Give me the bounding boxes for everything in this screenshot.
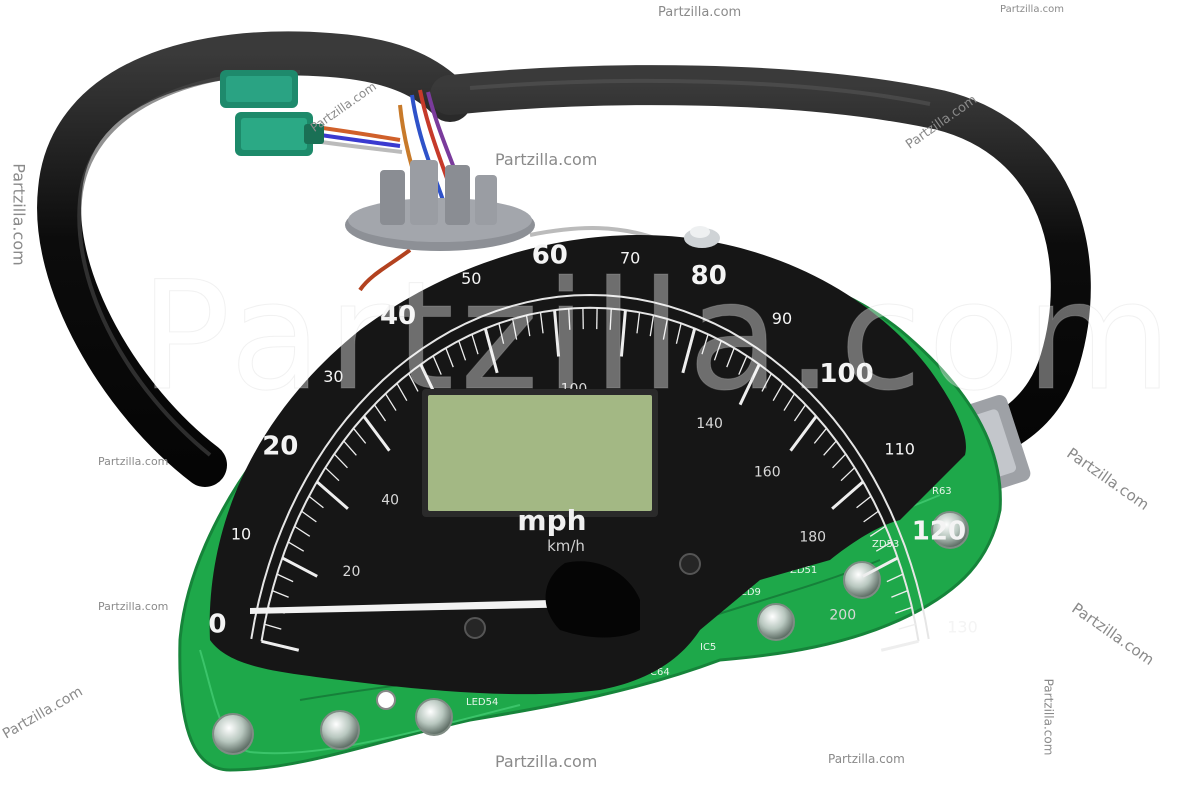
mph-scale-label: 0 — [208, 609, 226, 639]
mph-scale-label: 20 — [262, 432, 298, 462]
watermark-small: Partzilla.com — [658, 5, 741, 20]
mph-scale-label: 110 — [884, 440, 915, 459]
screw-1 — [680, 554, 700, 574]
green-connector-2 — [235, 112, 324, 156]
unit-mph-label: mph — [517, 504, 586, 537]
scale-tick — [899, 624, 916, 629]
watermark-small: Partzilla.com — [495, 150, 597, 169]
unit-kmh-label: km/h — [547, 537, 585, 555]
pcb-label: R63 — [932, 486, 952, 497]
pcb-label: LED54 — [466, 697, 498, 708]
kmh-scale-label: 160 — [754, 464, 781, 480]
mph-scale-label: 120 — [912, 517, 966, 547]
led-5 — [844, 562, 880, 598]
watermark-tiny: Partzilla.com — [98, 600, 168, 613]
pcb-label: IC5 — [700, 642, 716, 653]
kmh-scale-label: 40 — [381, 492, 399, 508]
watermark-tiny: Partzilla.com — [98, 455, 168, 468]
watermark-tiny: Partzilla.com — [1000, 4, 1064, 15]
watermark-tiny: Partzilla.com — [1041, 679, 1055, 756]
led-1 — [213, 714, 253, 754]
watermark-small: Partzilla.com — [495, 752, 597, 771]
led-4 — [758, 604, 794, 640]
scale-tick — [881, 641, 918, 650]
kmh-scale-label: 180 — [799, 530, 826, 546]
led-2 — [321, 711, 359, 749]
bulb-socket — [684, 226, 720, 248]
led-3 — [416, 699, 452, 735]
kmh-scale-label: 200 — [829, 607, 856, 623]
mph-scale-label: 130 — [947, 617, 978, 636]
watermark-tiny: Partzilla.com — [828, 752, 905, 766]
kmh-scale-label: 20 — [343, 564, 361, 580]
green-connector-1 — [220, 70, 298, 108]
screw-2 — [465, 618, 485, 638]
led-small — [377, 691, 395, 709]
rubber-grommet — [345, 160, 535, 251]
watermark-side: Partzilla.com — [10, 163, 29, 265]
watermark-main: Partzilla.com — [140, 250, 1178, 424]
mph-scale-label: 10 — [231, 525, 251, 544]
